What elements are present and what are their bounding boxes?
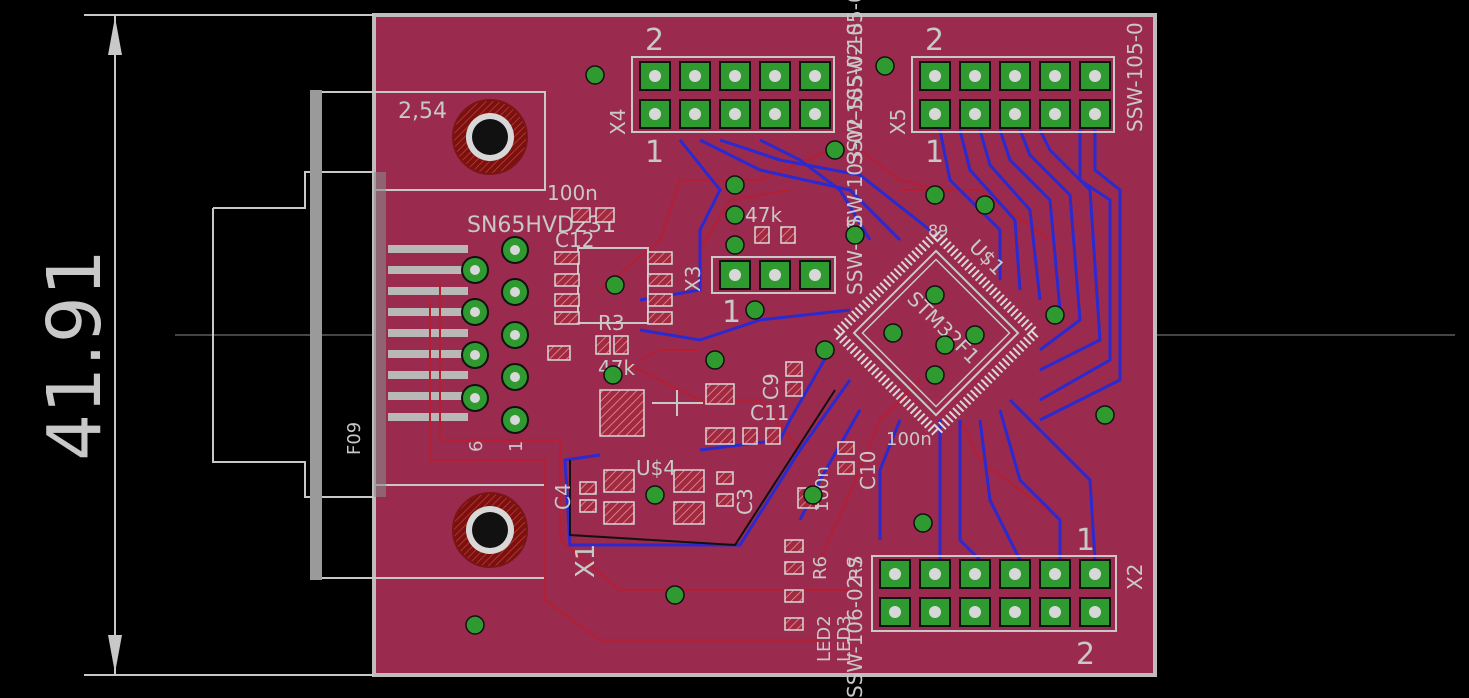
header-x3: X3 1 SSW-103-02-S SSW-10 — [681, 98, 867, 330]
r7-label: R7 — [846, 556, 867, 580]
dsub-pin1-label: 1 — [506, 441, 527, 452]
x2-pin1-label: 1 — [1076, 523, 1095, 558]
c9-label: C9 — [759, 373, 783, 400]
ssw-105-x4-label: SSW-105-02-S — [843, 23, 867, 165]
c4-label: C4 — [551, 483, 575, 510]
u4-label: U$4 — [636, 456, 676, 480]
header-x4: 2 1 X4 SSW-105-02-S — [606, 23, 867, 170]
c11-label: C11 — [750, 401, 789, 425]
c12-label: C12 — [555, 228, 594, 252]
x4-label: X4 — [606, 109, 630, 135]
header-x2: 1 2 X2 SSW-106-02-S — [843, 523, 1147, 698]
ssw-106-label: SSW-106-02-S — [843, 556, 867, 698]
cap-100n-u1-label: 100n — [886, 429, 932, 450]
dimension-annotation: 41.91 — [32, 14, 374, 676]
x1-label: X1 — [571, 544, 601, 578]
label-hole-size: 2,54 — [398, 99, 447, 124]
ic-sn65-label: SN65HVD231 — [467, 213, 616, 238]
x2-label: X2 — [1123, 564, 1147, 590]
dsub-pin-fingers — [388, 245, 468, 421]
x4-pin2-label: 2 — [645, 23, 664, 58]
led2-label: LED2 — [814, 615, 835, 662]
c10-label: C10 — [856, 451, 880, 490]
smd-components — [547, 207, 855, 631]
led3-label: LED3 — [834, 615, 855, 662]
mounting-hole-top — [452, 99, 528, 175]
ssw-105-b-label: SSW-105-0 — [1123, 22, 1147, 132]
r3-label: R3 — [598, 311, 625, 335]
ground-outline-trace — [569, 389, 836, 547]
c3-label: C3 — [733, 488, 757, 515]
x5-label: X5 — [886, 109, 910, 135]
transceiver-sn65: SN65HVD231 C12 100n — [467, 181, 673, 325]
ssw-105-a-label: SSW-105-0 — [843, 0, 867, 100]
x5-pin2-label: 2 — [925, 23, 944, 58]
dimension-value: 41.91 — [32, 249, 118, 461]
cap-outline — [652, 390, 703, 416]
bottom-copper-traces — [563, 129, 1122, 562]
x5-pin1-label: 1 — [925, 135, 944, 170]
vias — [465, 56, 1115, 635]
x3-pin1-label: 1 — [722, 295, 741, 330]
label-f09: F09 — [344, 422, 365, 455]
r-47k-b-label: 47k — [745, 203, 782, 227]
dsub-pad-holes — [470, 245, 520, 425]
x3-label: X3 — [681, 266, 705, 292]
u1-pin-label: 89 — [928, 221, 948, 240]
x4-pin1-label: 1 — [645, 135, 664, 170]
cap-100n-top-label: 100n — [547, 181, 598, 205]
ssw-103-label: SSW-103-02-S — [843, 98, 867, 240]
top-copper-traces — [429, 149, 1061, 641]
x2-pin2-label: 2 — [1076, 637, 1095, 672]
dsub-pin6-label: 6 — [466, 441, 487, 452]
r6-label: R6 — [810, 556, 831, 580]
header-x5: 2 1 X5 SSW-105-0 SSW-105-0 — [843, 0, 1147, 170]
mounting-hole-bottom — [452, 492, 528, 568]
